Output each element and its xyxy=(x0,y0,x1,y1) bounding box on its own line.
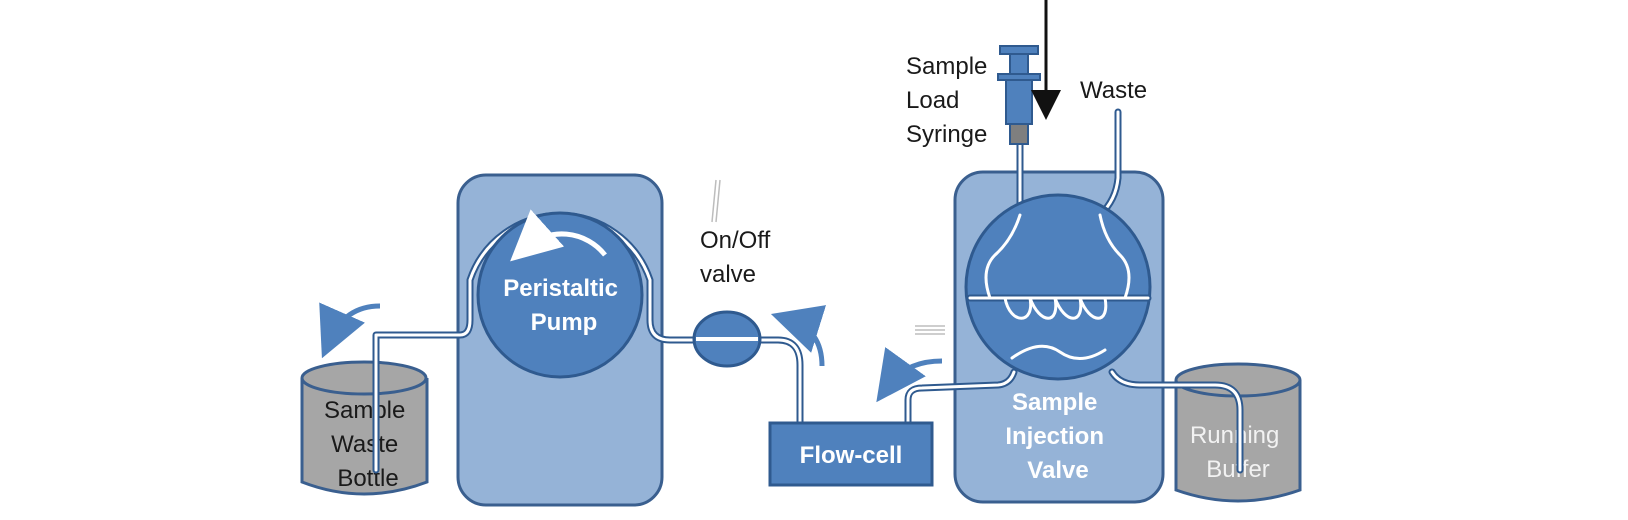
flow-cell-label: Flow-cell xyxy=(800,442,903,469)
sample-waste-bottle-label-3: Bottle xyxy=(337,465,398,492)
peristaltic-pump-rotor: Peristaltic Pump xyxy=(476,209,644,379)
svg-text:Peristaltic Pump: Peristaltic Pump xyxy=(503,275,624,336)
flow-cell: Flow-cell xyxy=(768,421,934,487)
svg-text:Sample Load Syring: Sample Load Syringe xyxy=(906,53,994,148)
syringe-label-1: Sample xyxy=(906,53,987,80)
flow-arrow-to-flowcell-icon xyxy=(876,347,943,403)
running-buffer-label-1: Running xyxy=(1190,422,1279,449)
syringe-icon: Sample Load Syringe xyxy=(906,45,1041,148)
svg-text:Sample Waste Bottl: Sample Waste Bottle xyxy=(324,397,412,492)
sample-waste-bottle: Sample Waste Bottle xyxy=(300,360,429,496)
injection-valve-label-3: Valve xyxy=(1027,457,1088,484)
injection-valve-label-1: Sample xyxy=(1012,389,1097,416)
on-off-valve-label-1: On/Off xyxy=(700,227,771,254)
flow-arrow-from-flowcell-icon xyxy=(770,305,827,367)
injection-valve-label-2: Injection xyxy=(1005,423,1104,450)
peristaltic-pump-label-2: Pump xyxy=(531,309,598,336)
sample-loop-icon xyxy=(1003,296,1108,320)
svg-text:On/Off valve: On/Off valve xyxy=(700,227,777,288)
running-buffer-bottle: Running Buffer xyxy=(1174,362,1302,503)
on-off-valve-label-2: valve xyxy=(700,261,756,288)
injection-valve-rotor: Sample Injection Valve xyxy=(964,193,1152,484)
on-off-valve: On/Off valve xyxy=(692,227,777,368)
peristaltic-pump-label-1: Peristaltic xyxy=(503,275,618,302)
waste-label: Waste xyxy=(1080,77,1147,104)
rotation-arrow-icon xyxy=(510,209,607,262)
sample-waste-bottle-label-1: Sample xyxy=(324,397,405,424)
syringe-label-3: Syringe xyxy=(906,121,987,148)
sample-waste-bottle-label-2: Waste xyxy=(331,431,398,458)
artifact-marks xyxy=(711,179,945,335)
syringe-label-2: Load xyxy=(906,87,959,114)
svg-text:Sample Injection V: Sample Injection Valve xyxy=(1005,389,1110,484)
flow-arrow-to-waste-icon xyxy=(319,302,381,359)
